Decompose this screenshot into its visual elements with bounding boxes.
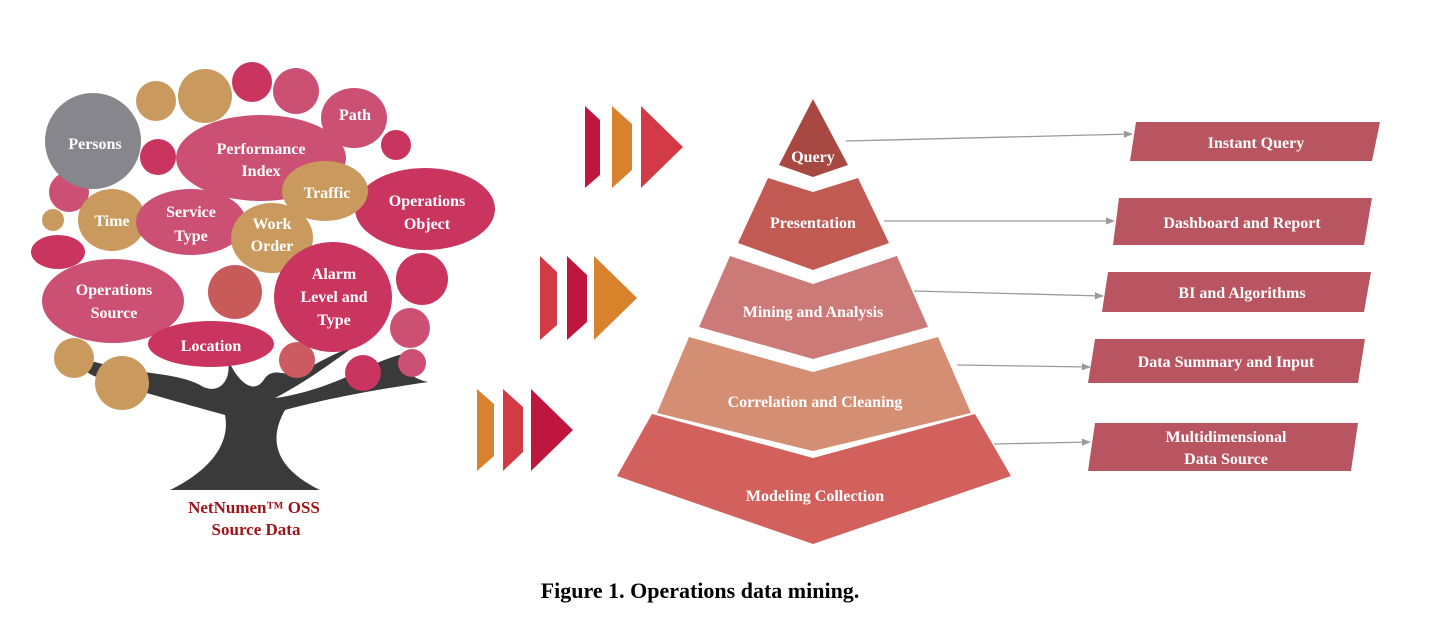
pyramid-level-mining	[699, 256, 928, 359]
box-dashboard-report	[1113, 198, 1372, 245]
box-bi-algorithms	[1102, 272, 1371, 312]
bubble-dot	[178, 69, 232, 123]
bubble-dot	[381, 130, 411, 160]
label-traffic: Traffic	[304, 185, 351, 202]
bubble-location	[148, 321, 274, 367]
connector-arrows	[845, 130, 1133, 446]
pyramid-label-presentation: Presentation	[770, 215, 856, 232]
bubble-work-order	[231, 203, 313, 273]
pyramid-level-query	[779, 99, 848, 177]
chevron-group-middle	[540, 256, 637, 340]
pyramid-label-query: Query	[791, 149, 835, 166]
arrow-query	[845, 130, 1133, 142]
bubble-operations-object	[355, 168, 495, 250]
chevron-group-top	[585, 106, 683, 188]
bubble-dot	[31, 235, 85, 269]
bubble-path	[321, 88, 387, 148]
arrow-mining	[913, 290, 1104, 300]
pyramid-label-mining: Mining and Analysis	[743, 304, 884, 321]
pyramid-level-presentation	[738, 178, 889, 270]
chevron-arrow	[594, 256, 637, 340]
bubble-time	[78, 189, 146, 251]
tree-trunk	[85, 348, 428, 490]
tree-caption-line1: NetNumen™ OSS	[188, 498, 320, 517]
bubble-dot	[232, 62, 272, 102]
bubble-dot	[42, 209, 64, 231]
box-multidimensional	[1088, 423, 1358, 471]
pyramid-level-correlation	[657, 337, 971, 451]
output-label-instant-query: Instant Query	[1208, 135, 1304, 152]
bubble-dot	[208, 265, 262, 319]
chevron-arrow	[612, 106, 632, 188]
label-path: Path	[339, 107, 371, 124]
box-instant-query	[1130, 122, 1380, 161]
output-label-dashboard-report: Dashboard and Report	[1163, 215, 1321, 232]
output-label-bi-algorithms: BI and Algorithms	[1178, 285, 1305, 302]
bubble-alarm-level-type	[274, 242, 392, 352]
chevron-arrow	[503, 389, 523, 471]
pyramid-label-modeling: Modeling Collection	[746, 488, 884, 505]
arrow-correlation	[956, 363, 1091, 371]
label-persons: Persons	[68, 136, 121, 153]
chevron-arrow	[477, 389, 494, 471]
chevron-arrow	[641, 106, 683, 188]
label-time: Time	[94, 213, 129, 230]
bubble-dot	[95, 356, 149, 410]
box-data-summary	[1088, 339, 1365, 383]
output-label-multidimensional-line1: Multidimensional	[1166, 429, 1287, 446]
chevron-arrow	[531, 389, 573, 471]
output-boxes: Instant Query Dashboard and Report BI an…	[1088, 122, 1380, 471]
bubble-dot	[398, 349, 426, 377]
bubble-persons	[45, 93, 141, 189]
figure-caption: Figure 1. Operations data mining.	[540, 578, 860, 603]
bubble-dot	[279, 342, 315, 378]
pyramid-label-correlation: Correlation and Cleaning	[728, 394, 903, 411]
bubble-dot	[273, 68, 319, 114]
label-location: Location	[181, 338, 242, 355]
bubble-dot	[136, 81, 176, 121]
chevron-group-bottom	[477, 389, 573, 471]
bubble-dot	[390, 308, 430, 348]
tree-caption-line2: Source Data	[212, 520, 301, 539]
output-label-data-summary: Data Summary and Input	[1138, 354, 1315, 371]
pyramid-level-modeling	[617, 414, 1011, 544]
chevron-arrow	[540, 256, 557, 340]
output-label-multidimensional-line2: Data Source	[1184, 451, 1268, 468]
bubble-dot	[396, 253, 448, 305]
arrow-modeling	[993, 438, 1091, 446]
bubble-service-type	[136, 189, 246, 255]
chevron-arrow	[567, 256, 587, 340]
bubble-operations-source	[42, 259, 184, 343]
bubble-traffic	[282, 161, 368, 221]
chevron-arrow	[585, 106, 600, 188]
bubble-dot	[140, 139, 176, 175]
bubble-dot	[345, 355, 381, 391]
pyramid: Query Presentation Mining and Analysis C…	[617, 99, 1011, 544]
bubble-dot	[54, 338, 94, 378]
